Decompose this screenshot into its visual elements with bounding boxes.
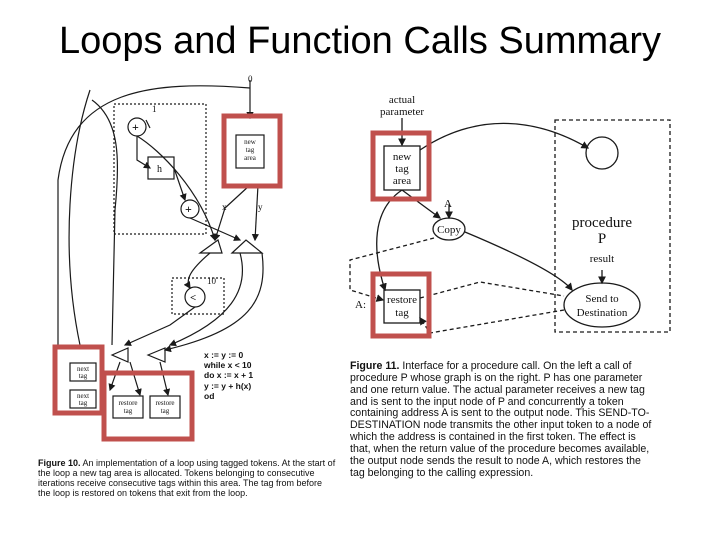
loop-edge-3 — [91, 99, 119, 346]
highlight-restore-tag-left — [101, 370, 195, 442]
plus-label-1: + — [132, 120, 139, 134]
next-tag-2-line2: tag — [79, 399, 88, 407]
next-tag-1-line2: tag — [79, 372, 88, 380]
figure-11-body: Interface for a procedure call. On the l… — [350, 360, 652, 479]
restore-tag-right-line2: tag — [395, 307, 409, 319]
procedure-label: procedure — [572, 215, 632, 231]
plus-label-2: + — [185, 202, 192, 216]
procedure-input-node — [585, 136, 619, 170]
copy-label: Copy — [437, 224, 461, 236]
next-tag-box-1 — [69, 362, 97, 382]
new-tag-right-line1: new — [393, 151, 411, 163]
merge-node-1 — [110, 347, 129, 363]
restore-tag-1-line1: restore — [118, 399, 137, 407]
label-zero: 0 — [248, 74, 253, 84]
restore-tag-2-line2: tag — [161, 407, 170, 415]
right-highlights — [370, 130, 432, 339]
label-A-left: A: — [355, 299, 366, 311]
new-tag-area-box-right — [383, 145, 421, 191]
next-tag-1-line1: next — [77, 365, 89, 373]
label-h: h — [157, 164, 162, 175]
loop-code: x := y := 0 while x < 10 do x := x + 1 y… — [204, 350, 253, 401]
code-line: while x < 10 — [204, 360, 252, 371]
new-tag-left-line3: area — [244, 154, 257, 162]
loop-diagram — [57, 80, 265, 419]
highlight-new-tag-right — [370, 130, 432, 202]
loop-back-edge-2 — [68, 89, 91, 346]
send-to-destination-line2: Destination — [577, 307, 628, 319]
figure-11-caption: Figure 11. Interface for a procedure cal… — [350, 360, 656, 480]
less-than-label: < — [190, 292, 196, 304]
restore-tag-box-2 — [149, 395, 181, 419]
left-highlights — [52, 113, 283, 442]
highlight-new-tag-left — [221, 113, 283, 189]
result-label: result — [590, 253, 614, 265]
procedure-dashed-box — [554, 119, 671, 333]
next-tag-2-line1: next — [77, 392, 89, 400]
label-A-top: A — [444, 198, 452, 210]
procedure-P-label: P — [598, 231, 606, 247]
restore-tag-1-line2: tag — [124, 407, 133, 415]
procedure-call-diagram — [349, 118, 671, 334]
label-one: 1 — [152, 104, 157, 114]
code-line: od — [204, 390, 215, 401]
highlight-restore-tag-right — [370, 271, 432, 339]
restore-tag-box-1 — [112, 395, 144, 419]
switch-node-2 — [230, 239, 264, 254]
figure-10-caption: Figure 10. An implementation of a loop u… — [38, 458, 336, 498]
new-tag-area-box-left — [235, 134, 265, 169]
send-to-destination-node — [563, 282, 641, 328]
new-tag-right-line2: tag — [395, 163, 409, 175]
figure-10-body: An implementation of a loop using tagged… — [38, 458, 336, 499]
merge-node-2 — [146, 347, 166, 363]
label-ten: 10 — [207, 276, 217, 286]
actual-parameter-line2: parameter — [380, 106, 424, 118]
send-to-destination-line1: Send to — [585, 293, 619, 305]
dotted-region-compare — [171, 277, 225, 315]
restore-tag-right-line1: restore — [387, 294, 417, 306]
restore-tag-box-right — [383, 289, 421, 324]
restore-tag-2-line1: restore — [155, 399, 174, 407]
next-tag-box-2 — [69, 389, 97, 409]
new-tag-left-line1: new — [244, 138, 257, 146]
label-x: x — [222, 202, 227, 212]
loop-back-edge — [57, 85, 251, 345]
slide-title: Loops and Function Calls Summary — [59, 20, 661, 62]
figure-11-head: Figure 11. — [350, 360, 400, 372]
switch-node-1 — [198, 239, 223, 254]
label-y: y — [258, 202, 263, 212]
code-line: y := y + h(x) — [204, 380, 252, 391]
code-line: do x := x + 1 — [204, 370, 254, 381]
figure-10-head: Figure 10. — [38, 458, 81, 468]
new-tag-right-line3: area — [393, 175, 411, 187]
code-line: x := y := 0 — [204, 350, 244, 360]
dotted-region-adder — [113, 103, 207, 235]
actual-parameter-line1: actual — [389, 94, 415, 106]
new-tag-left-line2: tag — [246, 146, 255, 154]
